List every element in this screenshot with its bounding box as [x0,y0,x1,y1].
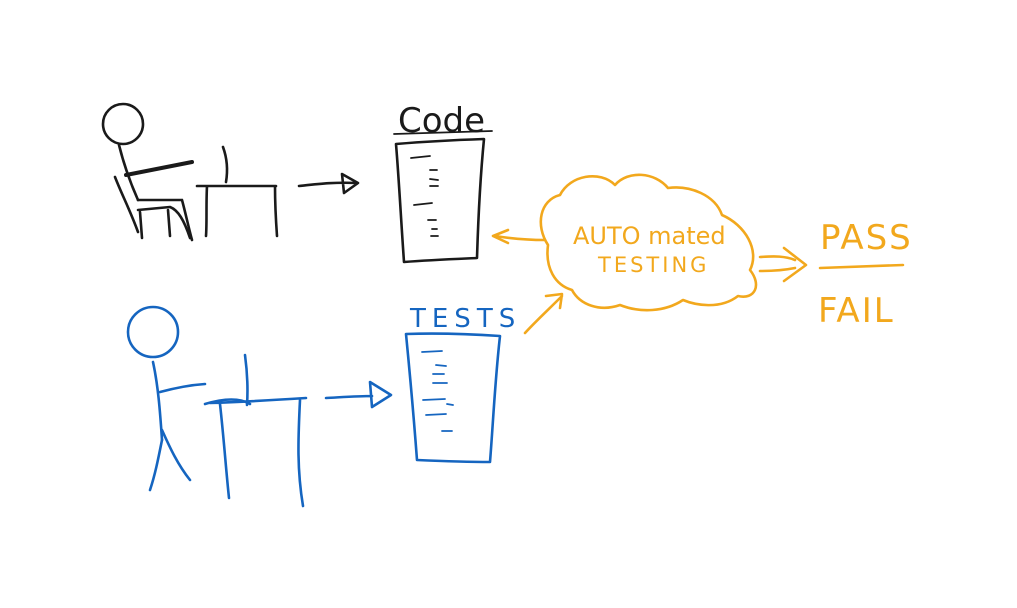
automated-testing-line1: AUTO mated [573,222,726,250]
arrow-tester-to-tests [324,380,393,409]
code-document-outline [394,137,486,264]
tests-label: TESTS [409,304,521,334]
pass-fail-divider [818,263,905,270]
fail-label: FAIL [818,291,895,331]
developer-laptop [221,145,229,184]
tester-figure [126,305,308,508]
code-label: Code [398,101,485,141]
arrow-cloud-to-result [758,246,808,283]
tester-head [126,305,180,359]
tester-legs [148,428,192,492]
code-document-lines [410,155,439,237]
arrow-cloud-to-code [491,228,547,245]
tester-monitor [243,353,249,407]
tester-torso [151,360,164,442]
code-label-underline [393,130,493,135]
tester-desk [208,396,308,508]
tests-document-outline [404,332,502,464]
developer-figure [101,102,279,242]
automated-testing-cloud [539,173,758,312]
arrow-developer-to-code [297,172,360,195]
tests-document-lines [421,350,454,432]
developer-legs [136,198,194,242]
developer-head [101,102,145,146]
tests-document [404,332,502,464]
automated-testing-line2: TESTING [597,253,709,277]
developer-chair [113,175,192,240]
code-document [394,137,486,264]
developer-arm [124,160,194,177]
pass-label: PASS [820,218,913,258]
arrow-tests-to-cloud [523,292,564,335]
developer-desk [195,184,279,238]
